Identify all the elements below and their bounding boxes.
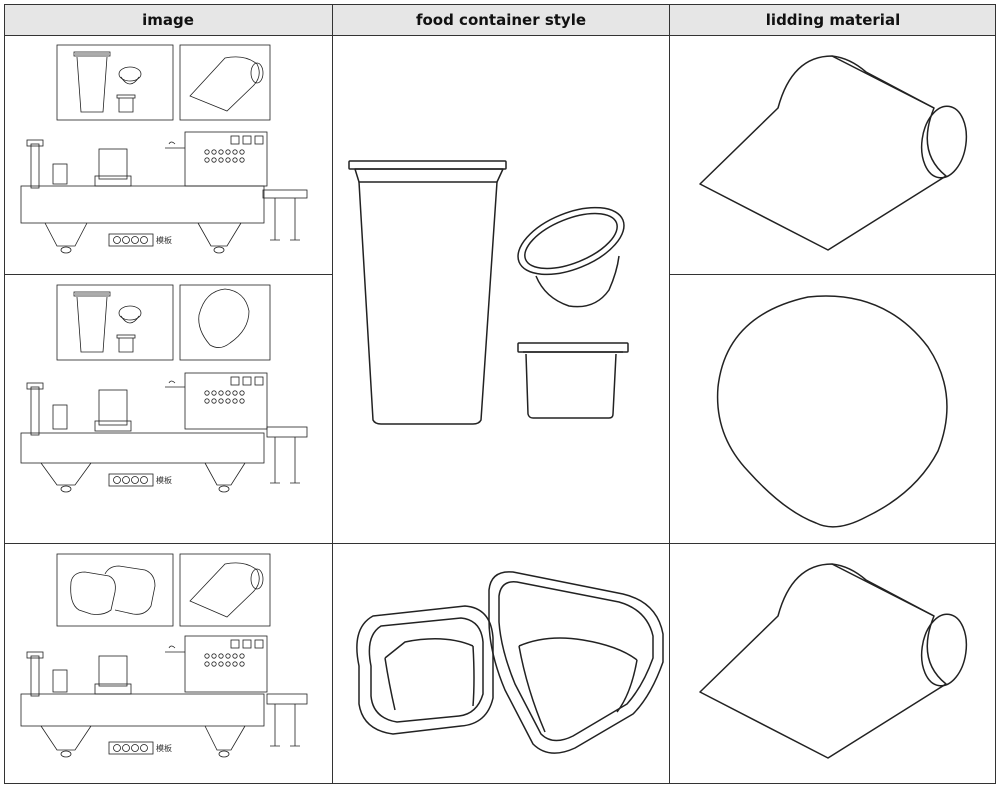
header-image: image [142, 10, 194, 29]
lidding-film-roll-row-3 [670, 544, 996, 783]
header-food-container-style: food container style [415, 10, 587, 29]
right-tray-drawing [488, 571, 664, 754]
container-cup-and-bowl [333, 36, 669, 543]
row-divider-1-lid [670, 274, 996, 275]
film-sheet-drawing [699, 563, 947, 759]
header-divider [4, 35, 996, 36]
teardrop-lid-drawing [716, 295, 948, 528]
film-roll-end-drawing [920, 613, 968, 687]
left-tray-drawing [356, 605, 494, 735]
header-lidding-material: lidding material [765, 10, 901, 29]
column-divider-2 [669, 4, 670, 784]
row-divider-2 [4, 543, 996, 544]
machine-panel-label: 模板 [156, 235, 172, 245]
machine-panel-label: 模板 [156, 475, 172, 485]
machine-panel-label: 模板 [156, 743, 172, 753]
tall-cup-drawing [348, 160, 507, 425]
row-divider-1-image [4, 274, 333, 275]
column-divider-1 [332, 4, 333, 784]
table-frame [4, 4, 996, 784]
film-sheet-drawing [699, 55, 947, 251]
small-cup-drawing [517, 342, 629, 419]
machine-drawing-row-1: 模板 [5, 36, 332, 274]
film-roll-end-drawing [920, 105, 968, 179]
machine-drawing-row-2: 模板 [5, 275, 332, 543]
round-bowl-drawing [517, 206, 625, 308]
lidding-film-roll-row-1 [670, 36, 996, 274]
container-square-trays [333, 544, 669, 783]
lidding-pre-cut-lid-row-2 [670, 275, 996, 543]
header-row [4, 4, 996, 35]
machine-drawing-row-3: 模板 [5, 544, 332, 783]
